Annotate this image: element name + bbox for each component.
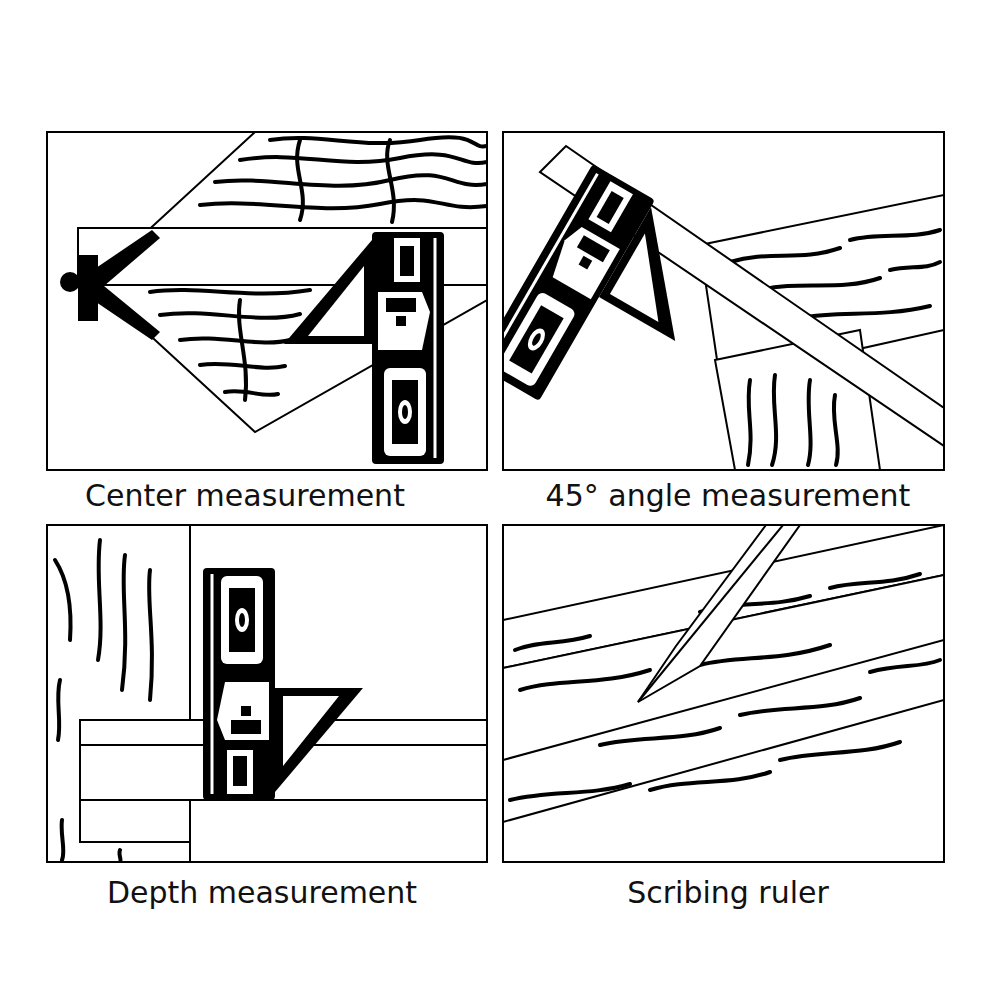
center-head: [78, 255, 98, 321]
caption-label: Depth measurement: [107, 875, 417, 911]
scribe-panel: [503, 525, 944, 862]
wood-post: [47, 525, 190, 862]
panel-frame: [47, 525, 487, 862]
angle-illustration: [503, 146, 944, 470]
panel-frame: [503, 525, 944, 862]
scribe-pencil-edge: [638, 525, 783, 702]
angle-panel: [477, 132, 944, 470]
depth-panel: [47, 525, 487, 862]
center-illustration: [60, 132, 487, 464]
square-head: [284, 232, 444, 464]
wood-grain: [55, 540, 152, 862]
square-head: [503, 164, 731, 445]
panel-frame: [47, 132, 487, 470]
center-panel: [47, 132, 487, 470]
panel-frame: [503, 132, 944, 470]
caption-label: Center measurement: [85, 478, 405, 514]
wood-edge: [80, 800, 190, 862]
center-head-arms: [96, 230, 160, 340]
caption-label: 45° angle measurement: [546, 478, 911, 514]
scribe-pencil: [638, 525, 800, 702]
depth-illustration: [47, 525, 487, 862]
caption-label: Scribing ruler: [627, 875, 829, 911]
scribe-illustration: [503, 525, 944, 822]
square-head: [203, 568, 363, 800]
center-head-knob: [60, 272, 80, 292]
wood-edge: [503, 640, 944, 760]
